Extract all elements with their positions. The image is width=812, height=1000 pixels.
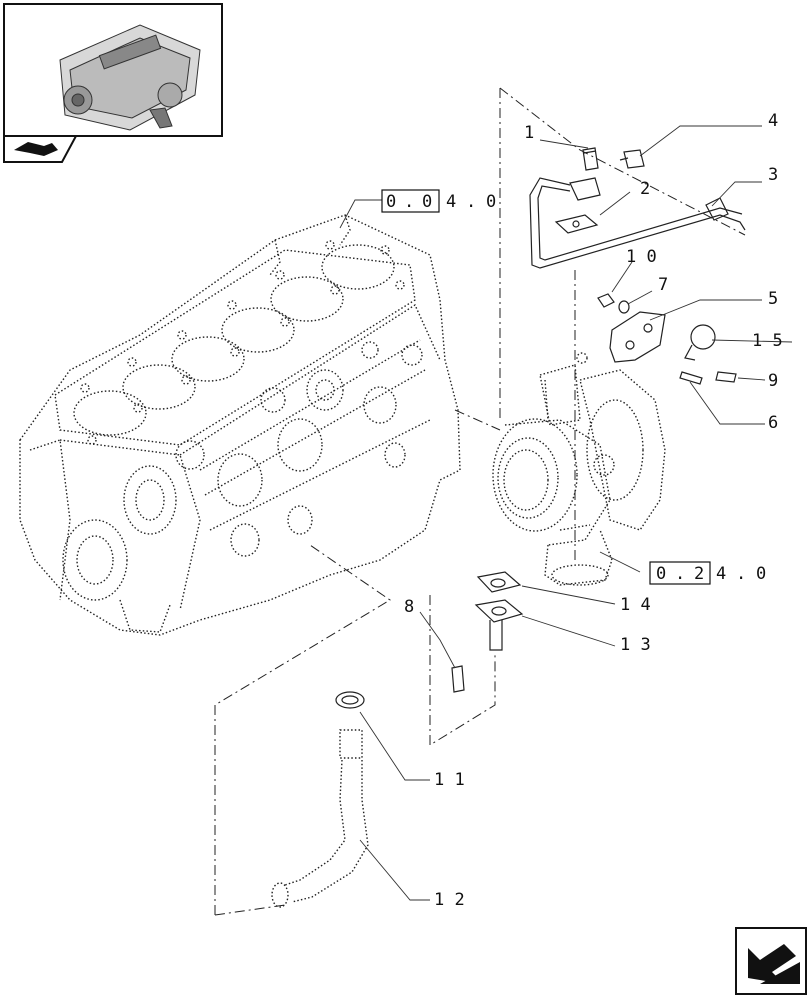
svg-text:0: 0 — [422, 192, 432, 212]
arrow-next-icon[interactable] — [735, 927, 807, 995]
callout-4: 4 — [768, 111, 778, 131]
part-6-bolt — [679, 371, 703, 385]
callout-13: 1 3 — [620, 635, 651, 655]
part-14-gasket — [476, 571, 522, 593]
part-4-fitting — [619, 149, 645, 169]
callout-11: 1 1 — [434, 770, 465, 790]
callout-2: 2 — [640, 179, 650, 199]
leader-lines — [339, 125, 793, 901]
svg-text:4: 4 — [446, 192, 456, 212]
svg-text:0: 0 — [756, 564, 766, 584]
reference-engine-block[interactable]: 0 . 0 4 . 0 — [381, 189, 496, 213]
svg-text:.: . — [404, 192, 414, 212]
callout-1: 1 — [524, 123, 534, 143]
arrow-back-icon[interactable] — [3, 135, 78, 163]
svg-text:0: 0 — [486, 192, 496, 212]
part-15-clamp — [684, 324, 716, 361]
part-2-gasket — [554, 214, 599, 234]
svg-text:.: . — [736, 564, 746, 584]
engine-block-drawing — [19, 214, 461, 636]
centerlines — [214, 87, 746, 916]
part-13-flange — [474, 599, 524, 651]
callout-14: 1 4 — [620, 595, 651, 615]
part-11-seal — [335, 691, 365, 709]
turbocharger-drawing — [492, 352, 666, 586]
svg-text:.: . — [466, 192, 476, 212]
callout-12: 1 2 — [434, 890, 465, 910]
svg-text:4: 4 — [716, 564, 726, 584]
callout-8: 8 — [404, 597, 414, 617]
svg-text:0: 0 — [656, 564, 666, 584]
oil-feed-pipe — [529, 177, 746, 269]
part-5-bracket — [609, 311, 666, 363]
callout-15: 1 5 — [752, 331, 783, 351]
callout-5: 5 — [768, 289, 778, 309]
part-9-bolt — [715, 371, 737, 383]
part-1-screw — [582, 147, 599, 171]
callout-10: 1 0 — [626, 247, 657, 267]
part-12-drain-pipe — [271, 729, 369, 908]
callout-9: 9 — [768, 371, 778, 391]
callout-7: 7 — [658, 275, 668, 295]
svg-text:2: 2 — [694, 564, 704, 584]
callout-6: 6 — [768, 413, 778, 433]
svg-text:.: . — [675, 564, 685, 584]
part-7-washer — [618, 300, 630, 314]
engine-thumbnail-icon[interactable] — [3, 3, 223, 137]
svg-text:0: 0 — [386, 192, 396, 212]
callout-3: 3 — [768, 165, 778, 185]
reference-turbocharger[interactable]: 0 . 2 4 . 0 — [649, 561, 766, 585]
part-8-screw — [451, 665, 465, 693]
callout-labels: 1 2 3 4 5 6 7 8 9 1 0 1 1 1 2 1 3 1 4 1 … — [404, 111, 783, 910]
part-10-nut — [597, 293, 615, 308]
